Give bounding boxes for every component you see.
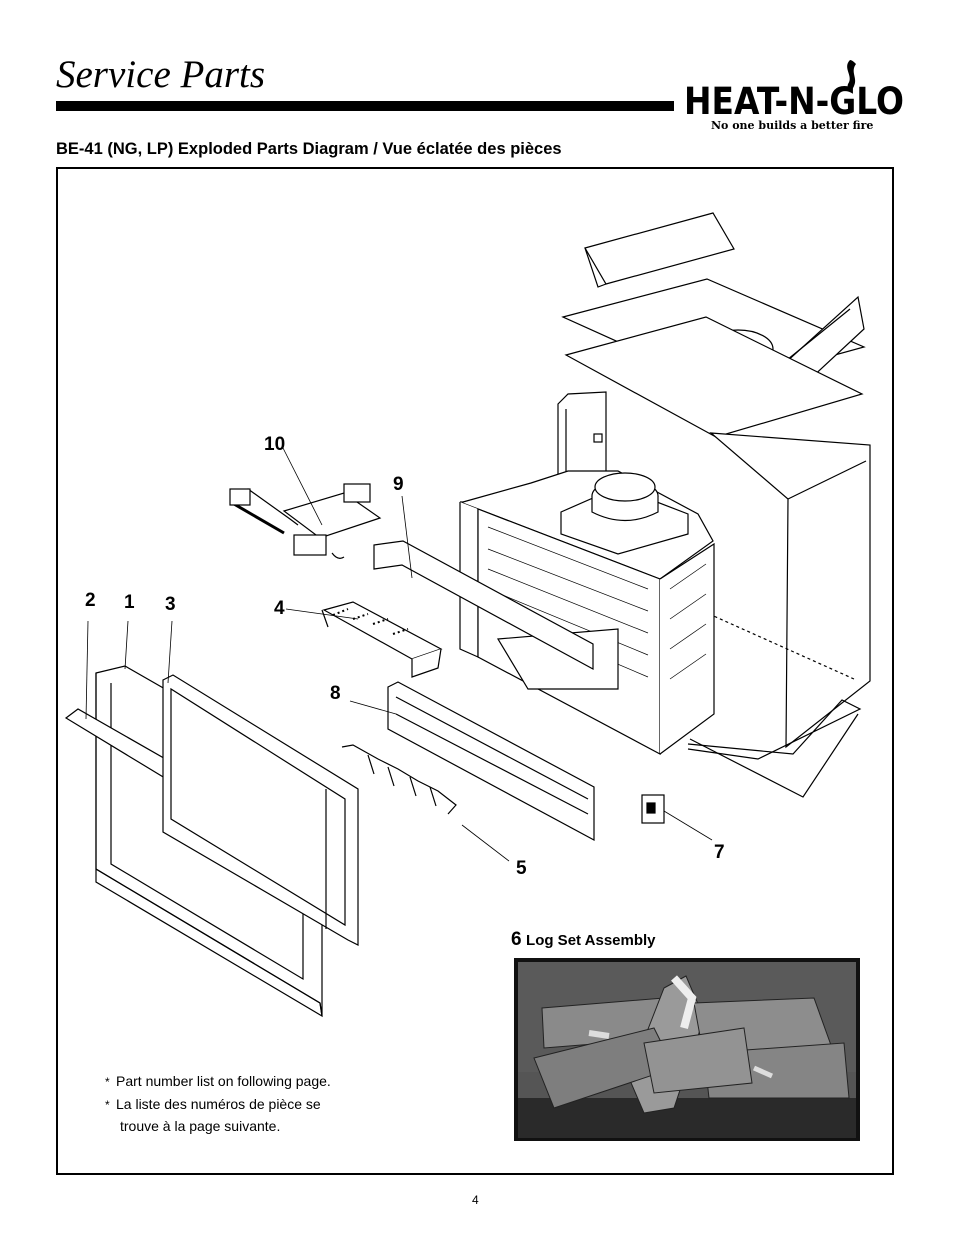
svg-text:HEAT-N-GLO: HEAT-N-GLO (684, 80, 904, 123)
note-line-2: La liste des numéros de pièce se (116, 1095, 321, 1112)
callout-3: 3 (165, 594, 176, 615)
callout-9: 9 (393, 474, 404, 495)
heat-n-glo-logo: HEAT-N-GLO (684, 60, 904, 123)
note-line-3: trouve à la page suivante. (120, 1118, 281, 1134)
note-line-1: Part number list on following page. (116, 1073, 331, 1089)
callout-5: 5 (516, 858, 527, 879)
asterisk-1: * (105, 1075, 110, 1089)
callout-10: 10 (264, 434, 286, 455)
log-set-text: Log Set Assembly (526, 932, 656, 949)
callout-7: 7 (714, 842, 725, 863)
part-number-note: * Part number list on following page. * La… (105, 1071, 331, 1138)
brand-tagline: No one builds a better fire (711, 119, 874, 132)
log-set-photo (514, 958, 860, 1141)
callout-1: 1 (124, 592, 135, 613)
exploded-parts-diagram (64, 212, 871, 1018)
callout-2: 2 (85, 590, 96, 611)
title-rule (56, 101, 674, 111)
log-set-number: 6 (511, 929, 522, 950)
log-set-label: 6 Log Set Assembly (511, 929, 656, 951)
diagram-subtitle: BE-41 (NG, LP) Exploded Parts Diagram / … (56, 140, 562, 158)
diagram-frame (56, 167, 894, 1175)
page-title: Service Parts (56, 53, 266, 96)
callout-4: 4 (274, 598, 285, 619)
callout-8: 8 (330, 683, 341, 704)
page-number: 4 (472, 1193, 479, 1207)
asterisk-2: * (105, 1097, 110, 1112)
